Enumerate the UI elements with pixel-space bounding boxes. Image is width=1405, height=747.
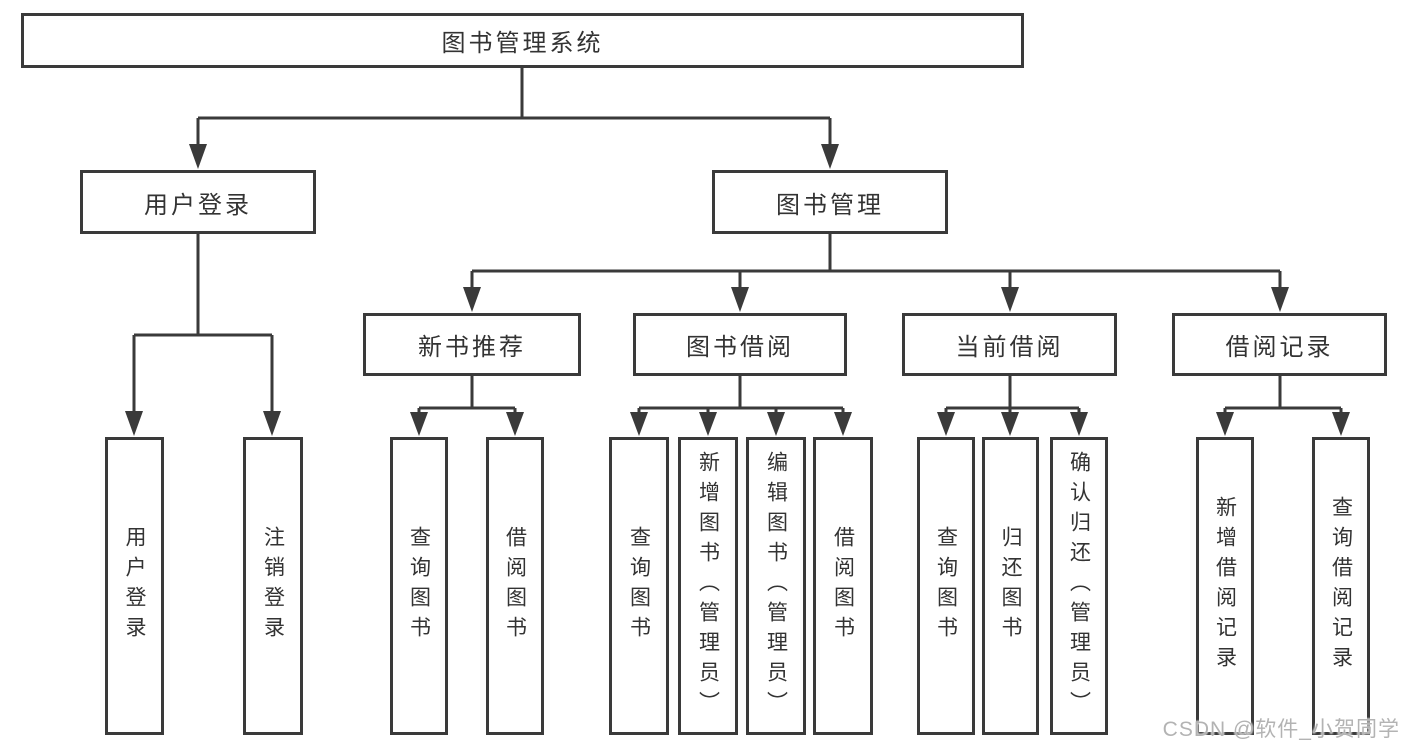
node-leaf-add-borrow-record: 新增借阅记录 bbox=[1196, 437, 1254, 735]
node-borrow-records: 借阅记录 bbox=[1172, 313, 1387, 376]
node-leaf-add-borrow-record-label: 新增借阅记录 bbox=[1213, 496, 1237, 676]
node-leaf-logout-label: 注销登录 bbox=[261, 526, 285, 646]
node-current-borrow: 当前借阅 bbox=[902, 313, 1117, 376]
node-leaf-query-books-current-label: 查询图书 bbox=[934, 526, 958, 646]
node-new-book-recommend-label: 新书推荐 bbox=[418, 334, 526, 361]
node-leaf-borrow-books: 借阅图书 bbox=[813, 437, 873, 735]
node-root: 图书管理系统 bbox=[21, 13, 1024, 68]
node-book-management-label: 图书管理 bbox=[776, 191, 884, 219]
node-book-management: 图书管理 bbox=[712, 170, 948, 234]
node-leaf-query-books-recommend-label: 查询图书 bbox=[407, 526, 431, 646]
node-leaf-query-books-current: 查询图书 bbox=[917, 437, 975, 735]
node-leaf-add-book-admin-label: 新增图书（管理员） bbox=[696, 451, 720, 721]
node-leaf-borrow-books-label: 借阅图书 bbox=[831, 526, 855, 646]
branch-book-management-to-level2 bbox=[463, 234, 1289, 312]
node-current-borrow-label: 当前借阅 bbox=[955, 334, 1064, 361]
node-leaf-logout: 注销登录 bbox=[243, 437, 303, 735]
watermark: CSDN @软件_小贺同学 bbox=[1162, 718, 1400, 741]
node-leaf-borrow-books-recommend-label: 借阅图书 bbox=[503, 526, 527, 646]
node-leaf-confirm-return-admin-label: 确认归还（管理员） bbox=[1067, 451, 1091, 721]
node-user-login-label: 用户登录 bbox=[144, 191, 252, 219]
node-user-login: 用户登录 bbox=[80, 170, 316, 234]
node-leaf-query-books-borrow: 查询图书 bbox=[609, 437, 669, 735]
node-borrow-records-label: 借阅记录 bbox=[1225, 334, 1334, 361]
node-leaf-user-login: 用户登录 bbox=[105, 437, 164, 735]
node-leaf-confirm-return-admin: 确认归还（管理员） bbox=[1050, 437, 1108, 735]
branch-user-login-to-leaves bbox=[125, 234, 281, 436]
branch-new-book-recommend-to-leaves bbox=[410, 376, 524, 436]
node-leaf-return-books: 归还图书 bbox=[982, 437, 1039, 735]
node-book-borrow-label: 图书借阅 bbox=[686, 334, 794, 361]
node-root-label: 图书管理系统 bbox=[441, 30, 604, 57]
node-leaf-add-book-admin: 新增图书（管理员） bbox=[678, 437, 738, 735]
node-leaf-query-books-recommend: 查询图书 bbox=[390, 437, 448, 735]
branch-current-borrow-to-leaves bbox=[937, 376, 1088, 436]
node-leaf-return-books-label: 归还图书 bbox=[999, 526, 1022, 646]
branch-root-to-level1 bbox=[189, 68, 839, 169]
node-leaf-query-borrow-record-label: 查询借阅记录 bbox=[1329, 496, 1353, 676]
node-book-borrow: 图书借阅 bbox=[633, 313, 847, 376]
node-leaf-user-login-label: 用户登录 bbox=[123, 526, 146, 646]
node-new-book-recommend: 新书推荐 bbox=[363, 313, 581, 376]
node-leaf-query-books-borrow-label: 查询图书 bbox=[627, 526, 651, 646]
branch-book-borrow-to-leaves bbox=[630, 376, 852, 436]
branch-borrow-records-to-leaves bbox=[1216, 376, 1350, 436]
node-leaf-edit-book-admin: 编辑图书（管理员） bbox=[746, 437, 806, 735]
node-leaf-borrow-books-recommend: 借阅图书 bbox=[486, 437, 544, 735]
node-leaf-edit-book-admin-label: 编辑图书（管理员） bbox=[764, 451, 788, 721]
node-leaf-query-borrow-record: 查询借阅记录 bbox=[1312, 437, 1370, 735]
